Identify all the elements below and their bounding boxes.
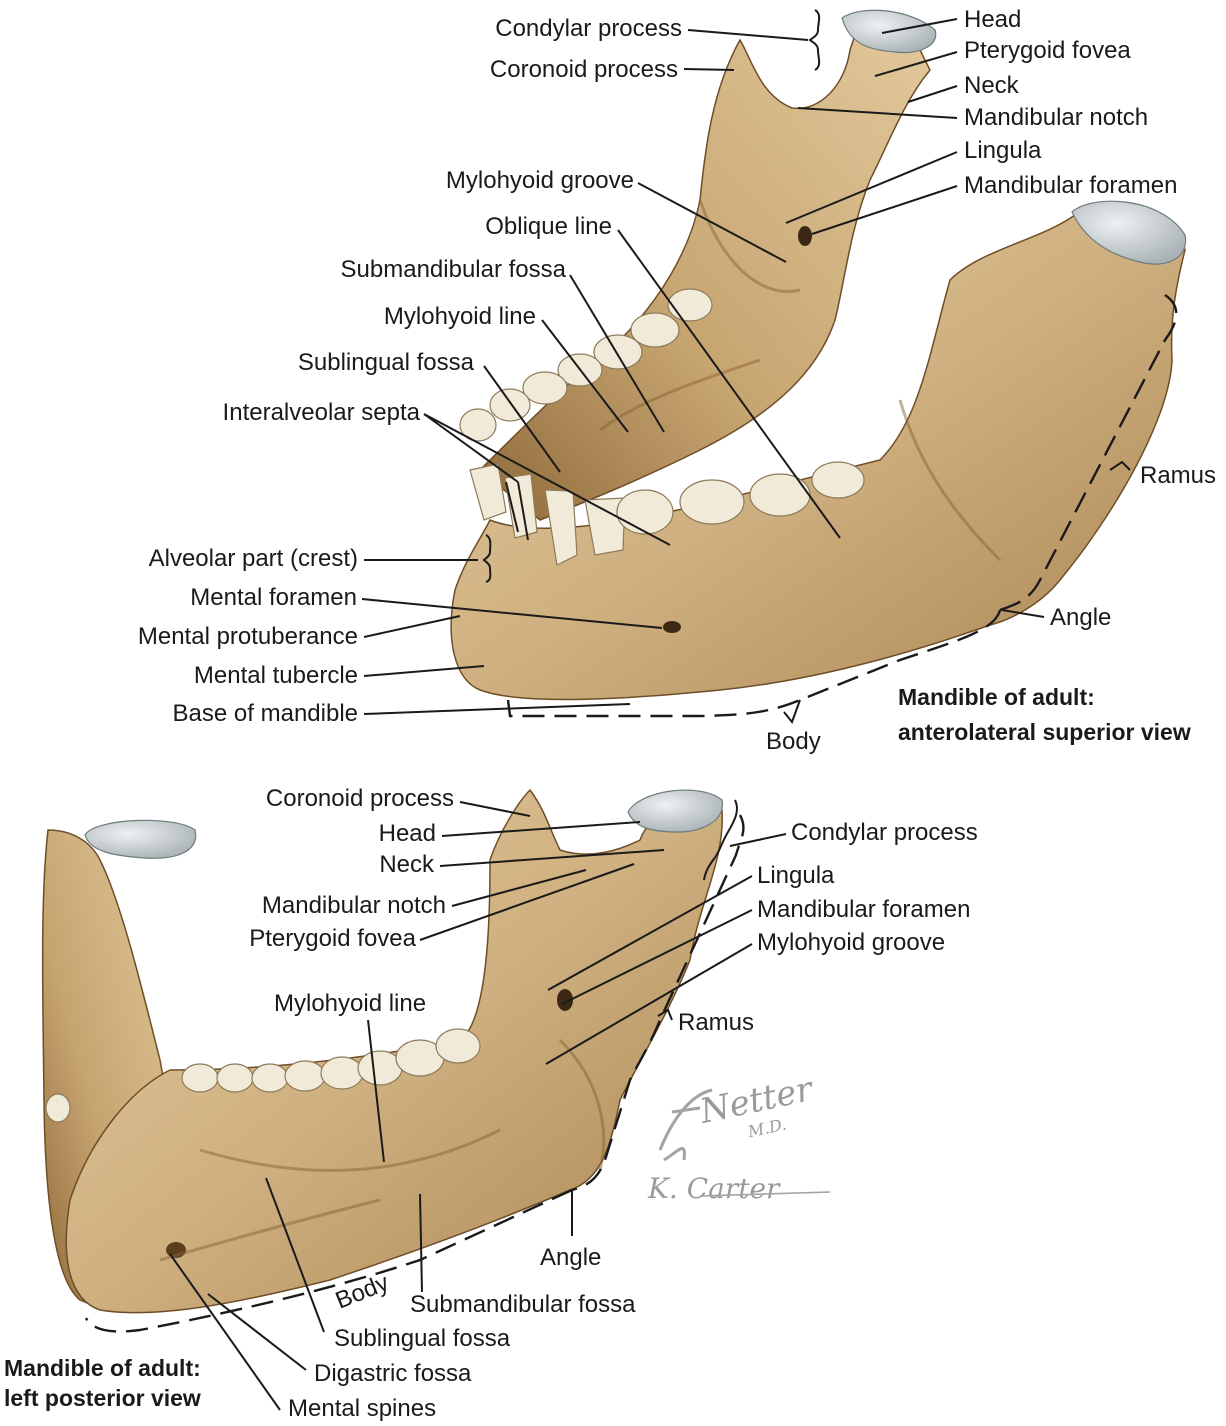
top-label-mental-protuberance: Mental protuberance bbox=[138, 623, 358, 650]
top-label-coronoid-process: Coronoid process bbox=[490, 56, 678, 83]
top-label-condylar-process: Condylar process bbox=[495, 15, 682, 42]
bottom-label-mylohyoid-line: Mylohyoid line bbox=[274, 990, 426, 1017]
bottom-label-mandibular-notch: Mandibular notch bbox=[262, 892, 446, 919]
bottom-title-line1: Mandible of adult: bbox=[4, 1355, 201, 1381]
bottom-label-coronoid-process: Coronoid process bbox=[266, 785, 454, 812]
bottom-label-neck: Neck bbox=[379, 851, 435, 878]
top-label-oblique-line: Oblique line bbox=[485, 213, 612, 240]
bottom-label-submandibular-fossa: Submandibular fossa bbox=[410, 1291, 636, 1318]
top-region-outlines bbox=[482, 9, 1178, 725]
top-label-base-of-mandible: Base of mandible bbox=[173, 700, 358, 727]
bottom-label-mandibular-foramen: Mandibular foramen bbox=[757, 896, 970, 923]
bottom-label-digastric-fossa: Digastric fossa bbox=[314, 1360, 472, 1387]
top-right-ramus-body bbox=[450, 203, 1186, 701]
bottom-label-head: Head bbox=[379, 820, 436, 847]
top-condylar-brace bbox=[808, 9, 821, 71]
top-label-submandibular-fossa: Submandibular fossa bbox=[341, 256, 567, 283]
bottom-ramus-tick bbox=[657, 1008, 673, 1021]
bottom-mandible-illustration bbox=[41, 788, 723, 1314]
top-label-ramus: Ramus bbox=[1140, 462, 1216, 489]
bottom-label-sublingual-fossa: Sublingual fossa bbox=[334, 1325, 511, 1352]
top-leader-lines bbox=[361, 18, 1045, 715]
top-label-sublingual-fossa: Sublingual fossa bbox=[298, 349, 475, 376]
bottom-ramus-dashed bbox=[571, 814, 745, 1192]
bottom-condylar-brace bbox=[703, 799, 738, 881]
top-mental-foramen-mark bbox=[663, 621, 681, 633]
top-label-mandibular-foramen: Mandibular foramen bbox=[964, 172, 1177, 199]
bottom-body-dashed bbox=[84, 1188, 573, 1333]
bottom-left-condyle-cap bbox=[84, 819, 197, 859]
top-ramus-dashed bbox=[999, 294, 1178, 612]
top-teeth-near bbox=[469, 461, 865, 566]
top-labels: Condylar process Coronoid process Head P… bbox=[138, 6, 1216, 755]
top-label-neck: Neck bbox=[964, 72, 1020, 99]
carter-signature: K. Carter bbox=[647, 1172, 831, 1205]
top-label-mylohyoid-groove: Mylohyoid groove bbox=[446, 167, 634, 194]
top-label-mylohyoid-line: Mylohyoid line bbox=[384, 303, 536, 330]
top-body-tick bbox=[783, 699, 801, 725]
bottom-label-mylohyoid-groove: Mylohyoid groove bbox=[757, 929, 945, 956]
top-left-ramus bbox=[478, 19, 931, 521]
top-body-dashed bbox=[506, 609, 1002, 718]
bottom-label-mental-spines: Mental spines bbox=[288, 1395, 436, 1422]
top-title-line1: Mandible of adult: bbox=[898, 684, 1095, 710]
top-mandibular-foramen-mark bbox=[798, 226, 812, 246]
top-label-angle: Angle bbox=[1050, 604, 1111, 631]
bottom-region-outlines bbox=[84, 799, 745, 1333]
bottom-leader-lines bbox=[169, 801, 787, 1411]
netter-signature: Netter M.D. bbox=[658, 1069, 818, 1162]
svg-text:K. Carter: K. Carter bbox=[647, 1172, 781, 1205]
top-label-interalveolar-septa: Interalveolar septa bbox=[223, 399, 421, 426]
bottom-label-lingula: Lingula bbox=[757, 862, 835, 889]
top-label-alveolar-part: Alveolar part (crest) bbox=[149, 545, 358, 572]
bottom-title-line2: left posterior view bbox=[4, 1385, 201, 1411]
top-label-body: Body bbox=[766, 728, 821, 755]
top-mandible-illustration bbox=[450, 9, 1187, 701]
top-label-mental-foramen: Mental foramen bbox=[190, 584, 357, 611]
artist-signatures: Netter M.D. K. Carter bbox=[647, 1069, 831, 1205]
bottom-bone-shading bbox=[159, 1038, 606, 1262]
bottom-label-angle: Angle bbox=[540, 1244, 601, 1271]
top-label-mental-tubercle: Mental tubercle bbox=[194, 662, 358, 689]
top-ramus-tick bbox=[1109, 460, 1131, 471]
bottom-labels: Coronoid process Head Neck Mandibular no… bbox=[4, 785, 978, 1422]
top-title-line2: anterolateral superior view bbox=[898, 719, 1191, 745]
bottom-mandibular-foramen-mark bbox=[557, 989, 573, 1011]
bottom-body-right-ramus bbox=[65, 788, 723, 1314]
bottom-label-pterygoid-fovea: Pterygoid fovea bbox=[249, 925, 416, 952]
top-label-pterygoid-fovea: Pterygoid fovea bbox=[964, 37, 1131, 64]
bottom-teeth bbox=[45, 1028, 481, 1123]
top-label-lingula: Lingula bbox=[964, 137, 1042, 164]
bottom-right-condyle-cap bbox=[627, 789, 723, 833]
top-alveolar-brace bbox=[482, 534, 492, 583]
top-label-head: Head bbox=[964, 6, 1021, 33]
top-right-condyle-cap bbox=[1071, 200, 1187, 265]
bottom-label-ramus: Ramus bbox=[678, 1009, 754, 1036]
top-label-mandibular-notch: Mandibular notch bbox=[964, 104, 1148, 131]
bottom-label-condylar-process: Condylar process bbox=[791, 819, 978, 846]
